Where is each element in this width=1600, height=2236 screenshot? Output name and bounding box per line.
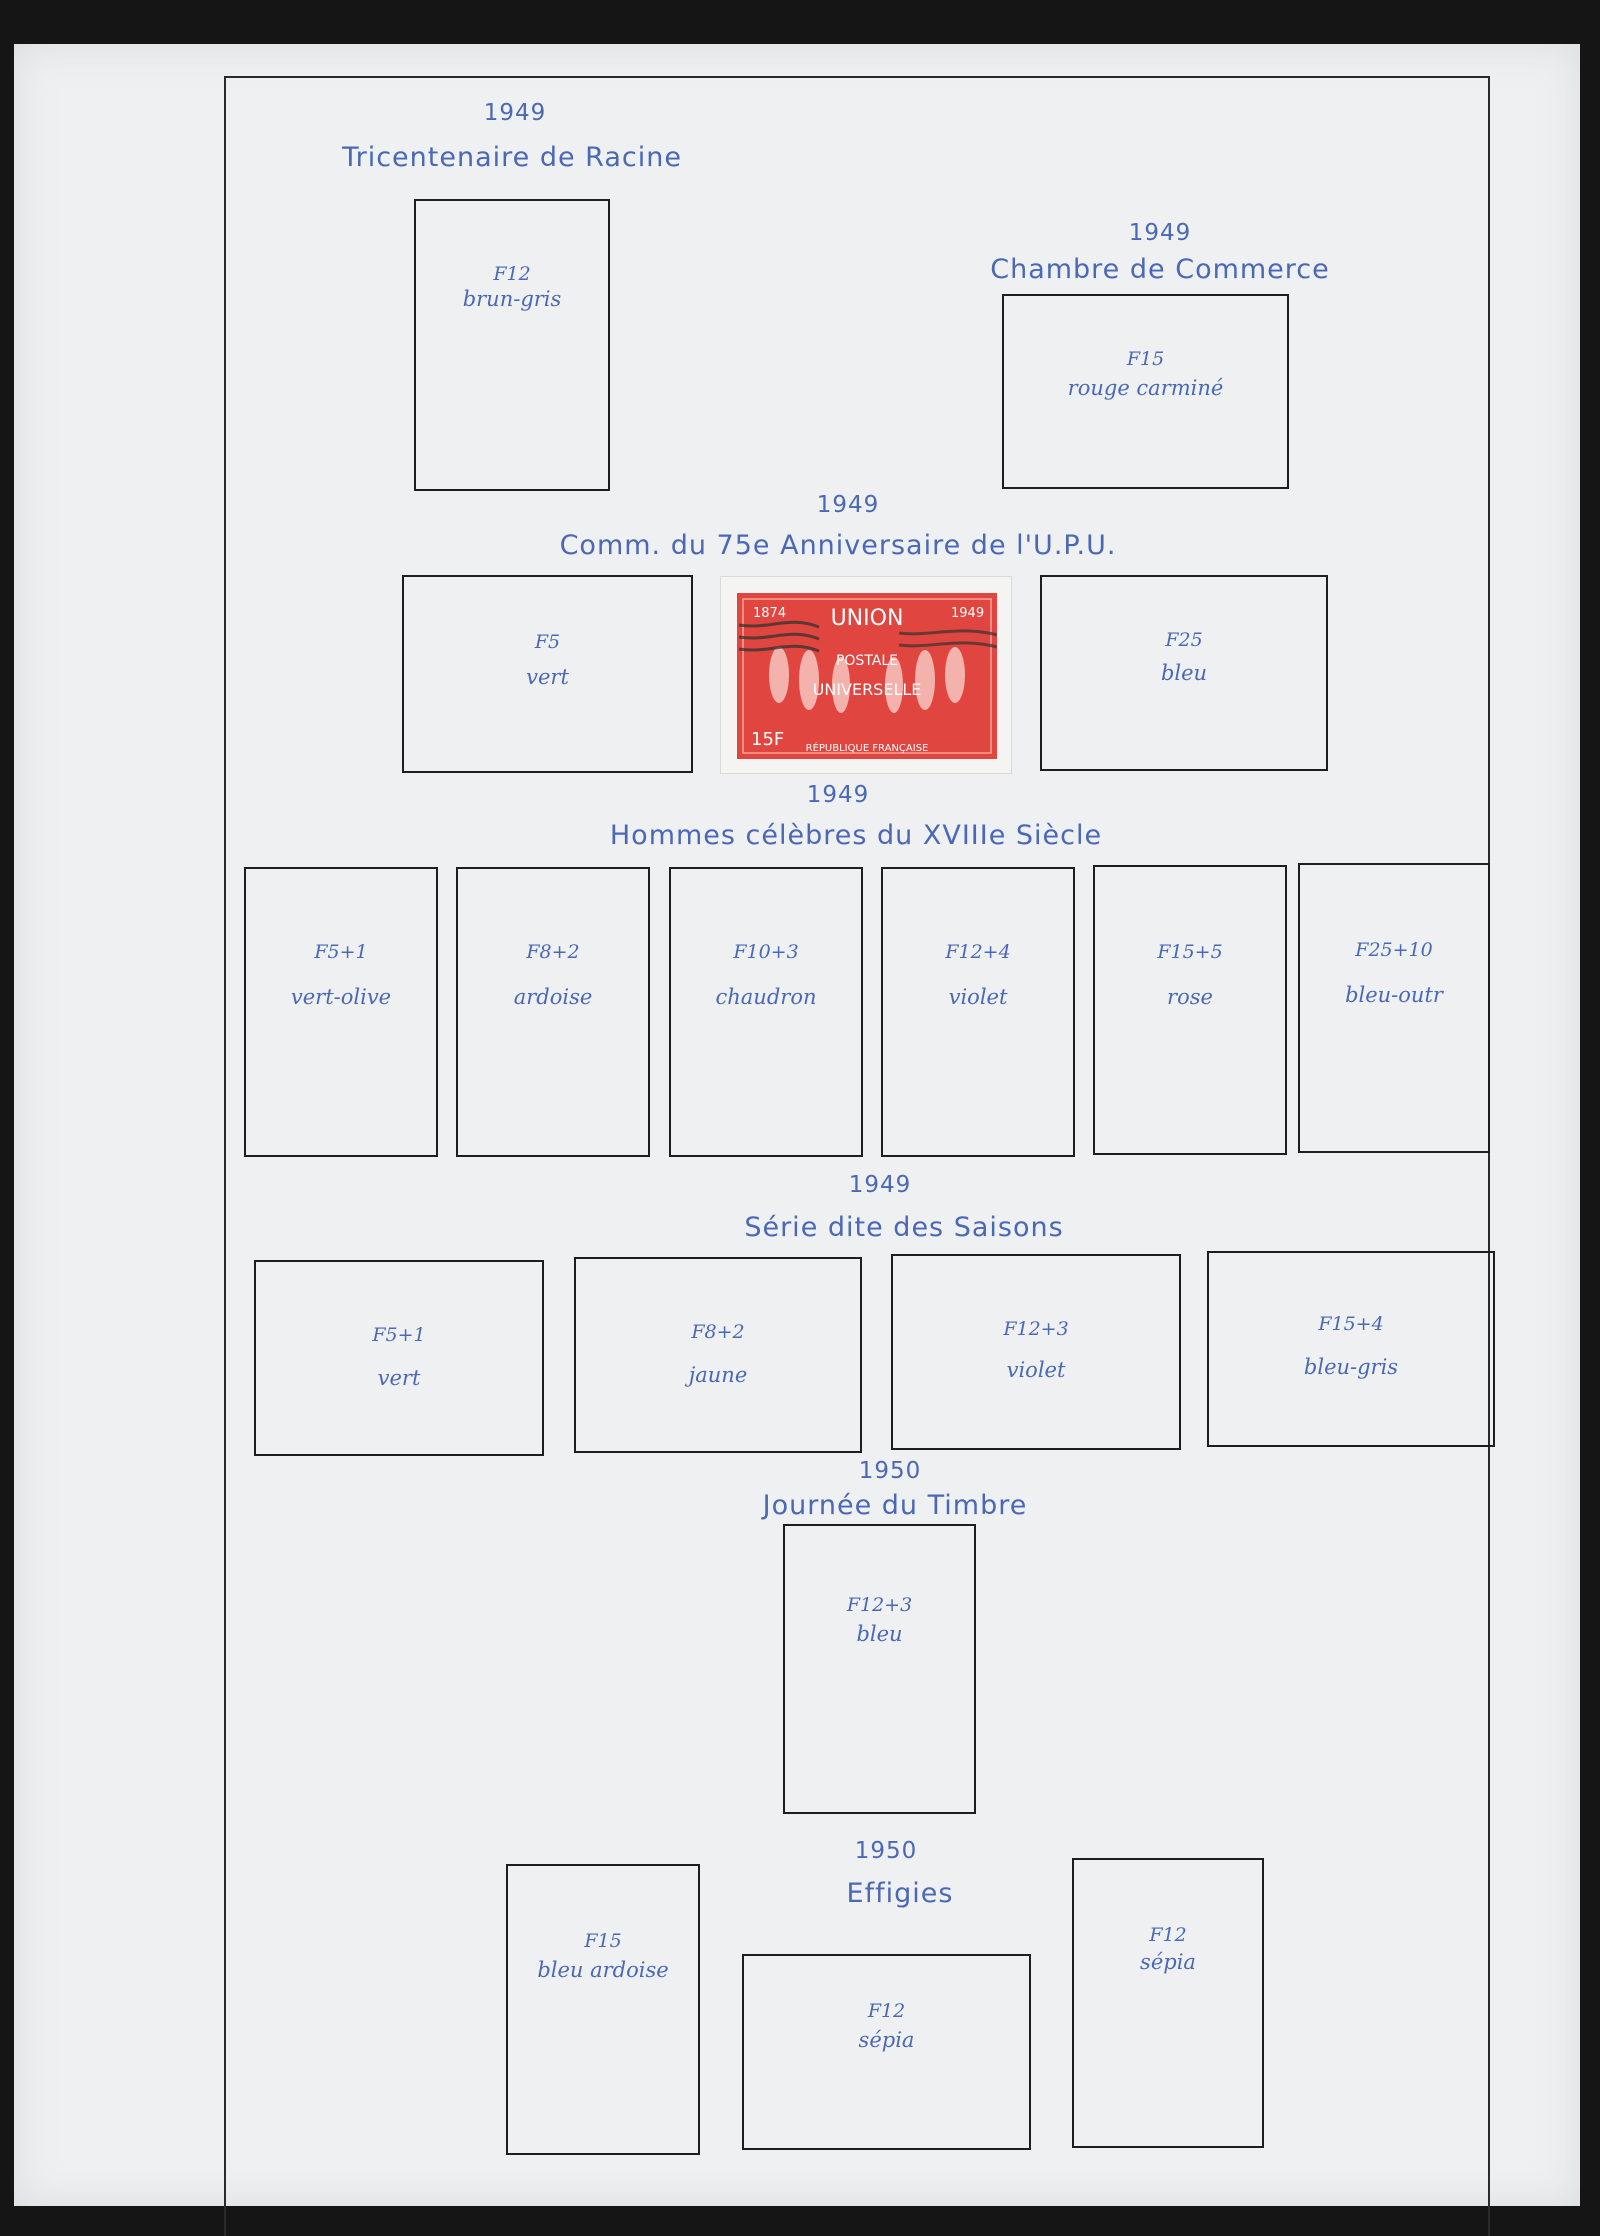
stamp-text-mid1: POSTALE <box>836 653 898 669</box>
slot-color: bleu <box>856 1622 903 1646</box>
stamp-slot: F15 rouge carminé <box>1002 294 1289 489</box>
stamp-country: RÉPUBLIQUE FRANÇAISE <box>806 741 929 754</box>
slot-value: F12+3 <box>1003 1318 1069 1340</box>
slot-value: F10+3 <box>733 941 799 963</box>
stamp-slot: F15 bleu ardoise <box>506 1864 700 2155</box>
slot-color: sépia <box>1140 1950 1196 1974</box>
section-year: 1949 <box>806 782 870 808</box>
stamp-image: 1874 1949 UNION POSTALE UNIVERSELLE 15F … <box>729 585 1005 767</box>
section-title: Chambre de Commerce <box>990 254 1330 285</box>
slot-color: rose <box>1167 985 1213 1009</box>
slot-color: bleu-outr <box>1345 983 1443 1007</box>
stamp-text-mid2: UNIVERSELLE <box>813 680 922 699</box>
dancing-figures <box>769 647 965 713</box>
slot-value: F12 <box>493 263 531 285</box>
slot-value: F15+5 <box>1157 941 1223 963</box>
slot-value: F25 <box>1165 629 1203 651</box>
slot-value: F15+4 <box>1318 1313 1384 1335</box>
stamp-slot: F5+1 vert-olive <box>244 867 438 1157</box>
stamp-slot: F12 sépia <box>742 1954 1031 2150</box>
stamp-slot: F12 brun-gris <box>414 199 610 491</box>
section-year: 1950 <box>858 1458 922 1484</box>
slot-color: chaudron <box>715 985 817 1009</box>
slot-color: violet <box>948 985 1008 1009</box>
stamp-slot: F10+3 chaudron <box>669 867 863 1157</box>
slot-value: F12 <box>1149 1924 1187 1946</box>
section-title: Tricentenaire de Racine <box>342 142 682 173</box>
stamp-slot: F12+3 bleu <box>783 1524 976 1814</box>
section-year: 1949 <box>848 1172 912 1198</box>
stamp-slot: F8+2 ardoise <box>456 867 650 1157</box>
postmark-lines-right <box>898 629 998 649</box>
section-title: Comm. du 75e Anniversaire de l'U.P.U. <box>559 530 1117 561</box>
slot-color: vert-olive <box>290 985 392 1009</box>
section-title: Journée du Timbre <box>762 1490 1028 1521</box>
slot-value: F12 <box>867 2000 906 2022</box>
slot-value: F8+2 <box>691 1321 745 1343</box>
section-year: 1949 <box>1128 220 1192 246</box>
stamp-slot: F12 sépia <box>1072 1858 1264 2148</box>
stamp-text-top: UNION <box>831 606 904 631</box>
slot-value: F12+3 <box>846 1594 913 1616</box>
stamp-year-left: 1874 <box>753 606 786 621</box>
stamp-upu-1949: 1874 1949 UNION POSTALE UNIVERSELLE 15F … <box>720 576 1012 774</box>
stamp-denomination: 15F <box>751 729 784 750</box>
stamp-slot: F15+5 rose <box>1093 865 1287 1155</box>
stamp-slot: F25+10 bleu-outr <box>1298 863 1490 1153</box>
section-year: 1949 <box>483 100 547 126</box>
section-title: Hommes célèbres du XVIIIe Siècle <box>609 820 1103 851</box>
slot-value: F5+1 <box>314 941 368 963</box>
slot-value: F5 <box>534 631 561 653</box>
slot-color: jaune <box>688 1363 748 1387</box>
page-border <box>224 76 1490 2236</box>
slot-color: vert <box>377 1366 421 1390</box>
stamp-slot: F12+3 violet <box>891 1254 1181 1450</box>
stamp-inner-frame <box>742 598 992 754</box>
slot-color: bleu <box>1160 661 1208 685</box>
slot-color: vert <box>526 665 569 689</box>
section-year: 1950 <box>854 1838 918 1864</box>
slot-color: violet <box>1006 1358 1066 1382</box>
slot-color: ardoise <box>513 985 593 1009</box>
stamp-slot: F5 vert <box>402 575 693 773</box>
postmark-lines <box>738 620 820 653</box>
slot-value: F8+2 <box>526 941 580 963</box>
stamp-year-right: 1949 <box>951 606 984 621</box>
album-page <box>14 44 1580 2206</box>
section-title: Série dite des Saisons <box>744 1212 1064 1243</box>
stamp-slot: F12+4 violet <box>881 867 1075 1157</box>
section-title: Effigies <box>846 1878 954 1909</box>
slot-color: bleu ardoise <box>537 1958 669 1982</box>
slot-value: F12+4 <box>945 941 1011 963</box>
slot-value: F5+1 <box>372 1324 426 1346</box>
stamp-slot: F25 bleu <box>1040 575 1328 771</box>
stamp-slot: F5+1 vert <box>254 1260 544 1456</box>
slot-value: F15 <box>1126 348 1165 370</box>
slot-color: bleu-gris <box>1303 1355 1399 1379</box>
slot-value: F15 <box>584 1930 622 1952</box>
slot-color: brun-gris <box>462 287 562 311</box>
slot-color: rouge carminé <box>1067 376 1224 400</box>
slot-color: sépia <box>858 2028 915 2052</box>
slot-value: F25+10 <box>1355 939 1433 961</box>
stamp-slot: F8+2 jaune <box>574 1257 862 1453</box>
stamp-slot: F15+4 bleu-gris <box>1207 1251 1495 1447</box>
section-year: 1949 <box>816 492 880 518</box>
